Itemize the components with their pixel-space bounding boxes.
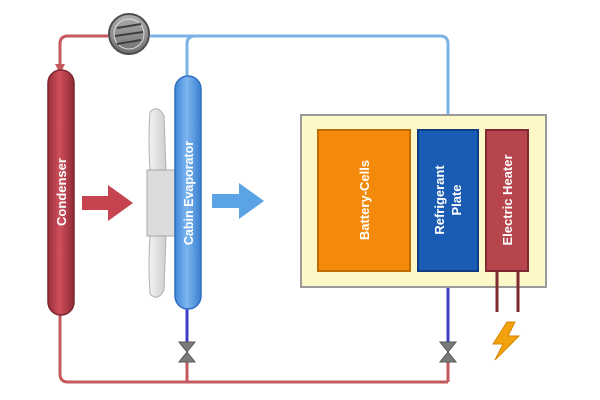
fan-icon	[146, 108, 176, 298]
cold-air-arrow-icon	[212, 183, 264, 219]
expansion-valve-icon	[177, 341, 197, 363]
expansion-valve-icon	[438, 341, 458, 363]
compressor-icon	[108, 13, 150, 55]
electric-heater: Electric Heater	[485, 129, 529, 312]
hot-refrigerant-lines	[58, 34, 450, 384]
suction-line-plate	[150, 34, 450, 130]
refrigerant-plate: Refrigerant Plate	[417, 129, 479, 272]
bottom-return-line	[58, 312, 448, 384]
evaporator-label: Cabin Evaporator	[182, 141, 196, 245]
refrigerant-plate-label-line1: Refrigerant	[432, 165, 447, 235]
battery-cells: Battery-Cells	[317, 129, 411, 272]
hot-air-arrow-icon	[82, 185, 133, 221]
suction-line-evaporator	[185, 34, 196, 78]
refrigerant-plate-label-line2: Plate	[449, 184, 464, 215]
compressor-to-condenser-line	[58, 34, 108, 66]
electric-heater-label: Electric Heater	[500, 154, 515, 245]
condenser: Condenser	[47, 69, 75, 316]
condenser-label: Condenser	[54, 158, 69, 226]
cold-refrigerant-lines	[150, 34, 450, 130]
cabin-evaporator: Cabin Evaporator	[174, 75, 202, 310]
flow-arrowhead-icon	[55, 64, 65, 74]
lightning-bolt-icon	[492, 321, 521, 361]
battery-cells-label: Battery-Cells	[357, 160, 372, 240]
